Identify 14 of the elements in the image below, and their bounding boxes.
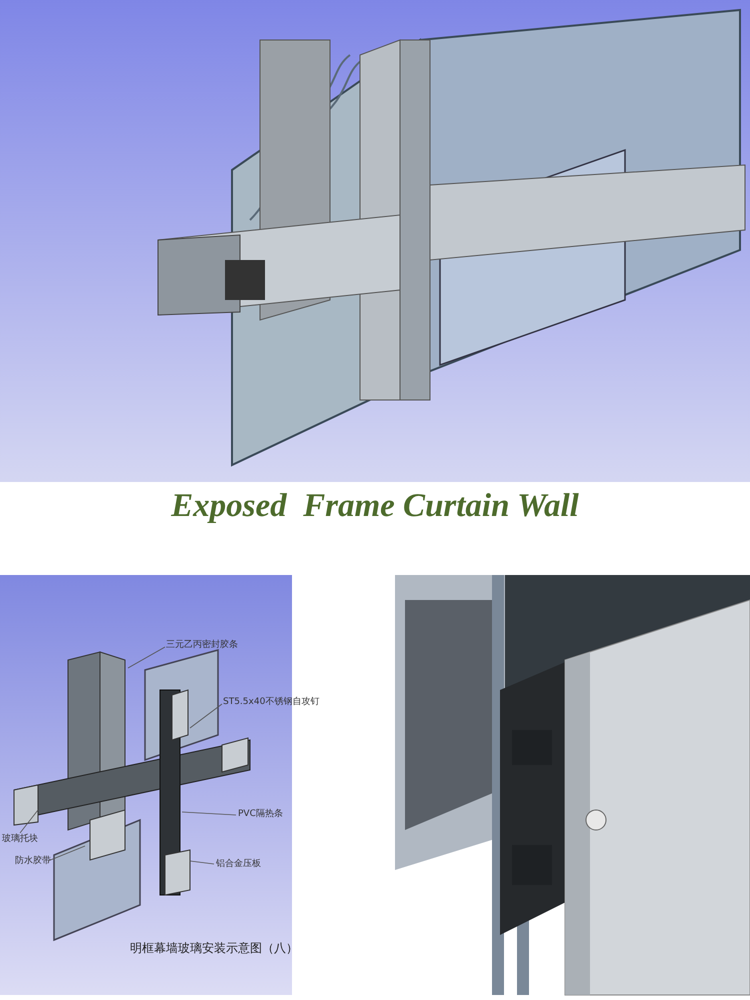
part-label: 三元乙丙密封胶条 bbox=[166, 640, 238, 651]
part-label: ST5.5x40不锈钢自攻钉 bbox=[223, 697, 320, 708]
leader-line bbox=[20, 810, 38, 834]
leader-line bbox=[190, 704, 222, 728]
part-label: 防水胶带 bbox=[15, 856, 51, 867]
figure-caption: 明框幕墙玻璃安装示意图（八） bbox=[130, 940, 298, 957]
leader-line bbox=[128, 646, 166, 668]
part-label: 玻璃托块 bbox=[2, 834, 38, 845]
part-label: 铝合金压板 bbox=[216, 859, 261, 870]
leader-line bbox=[182, 812, 236, 816]
title: Exposed Frame Curtain Wall bbox=[170, 488, 580, 525]
part-label: PVC隔热条 bbox=[238, 809, 283, 820]
leader-line bbox=[190, 860, 214, 864]
leader-line bbox=[48, 846, 86, 862]
